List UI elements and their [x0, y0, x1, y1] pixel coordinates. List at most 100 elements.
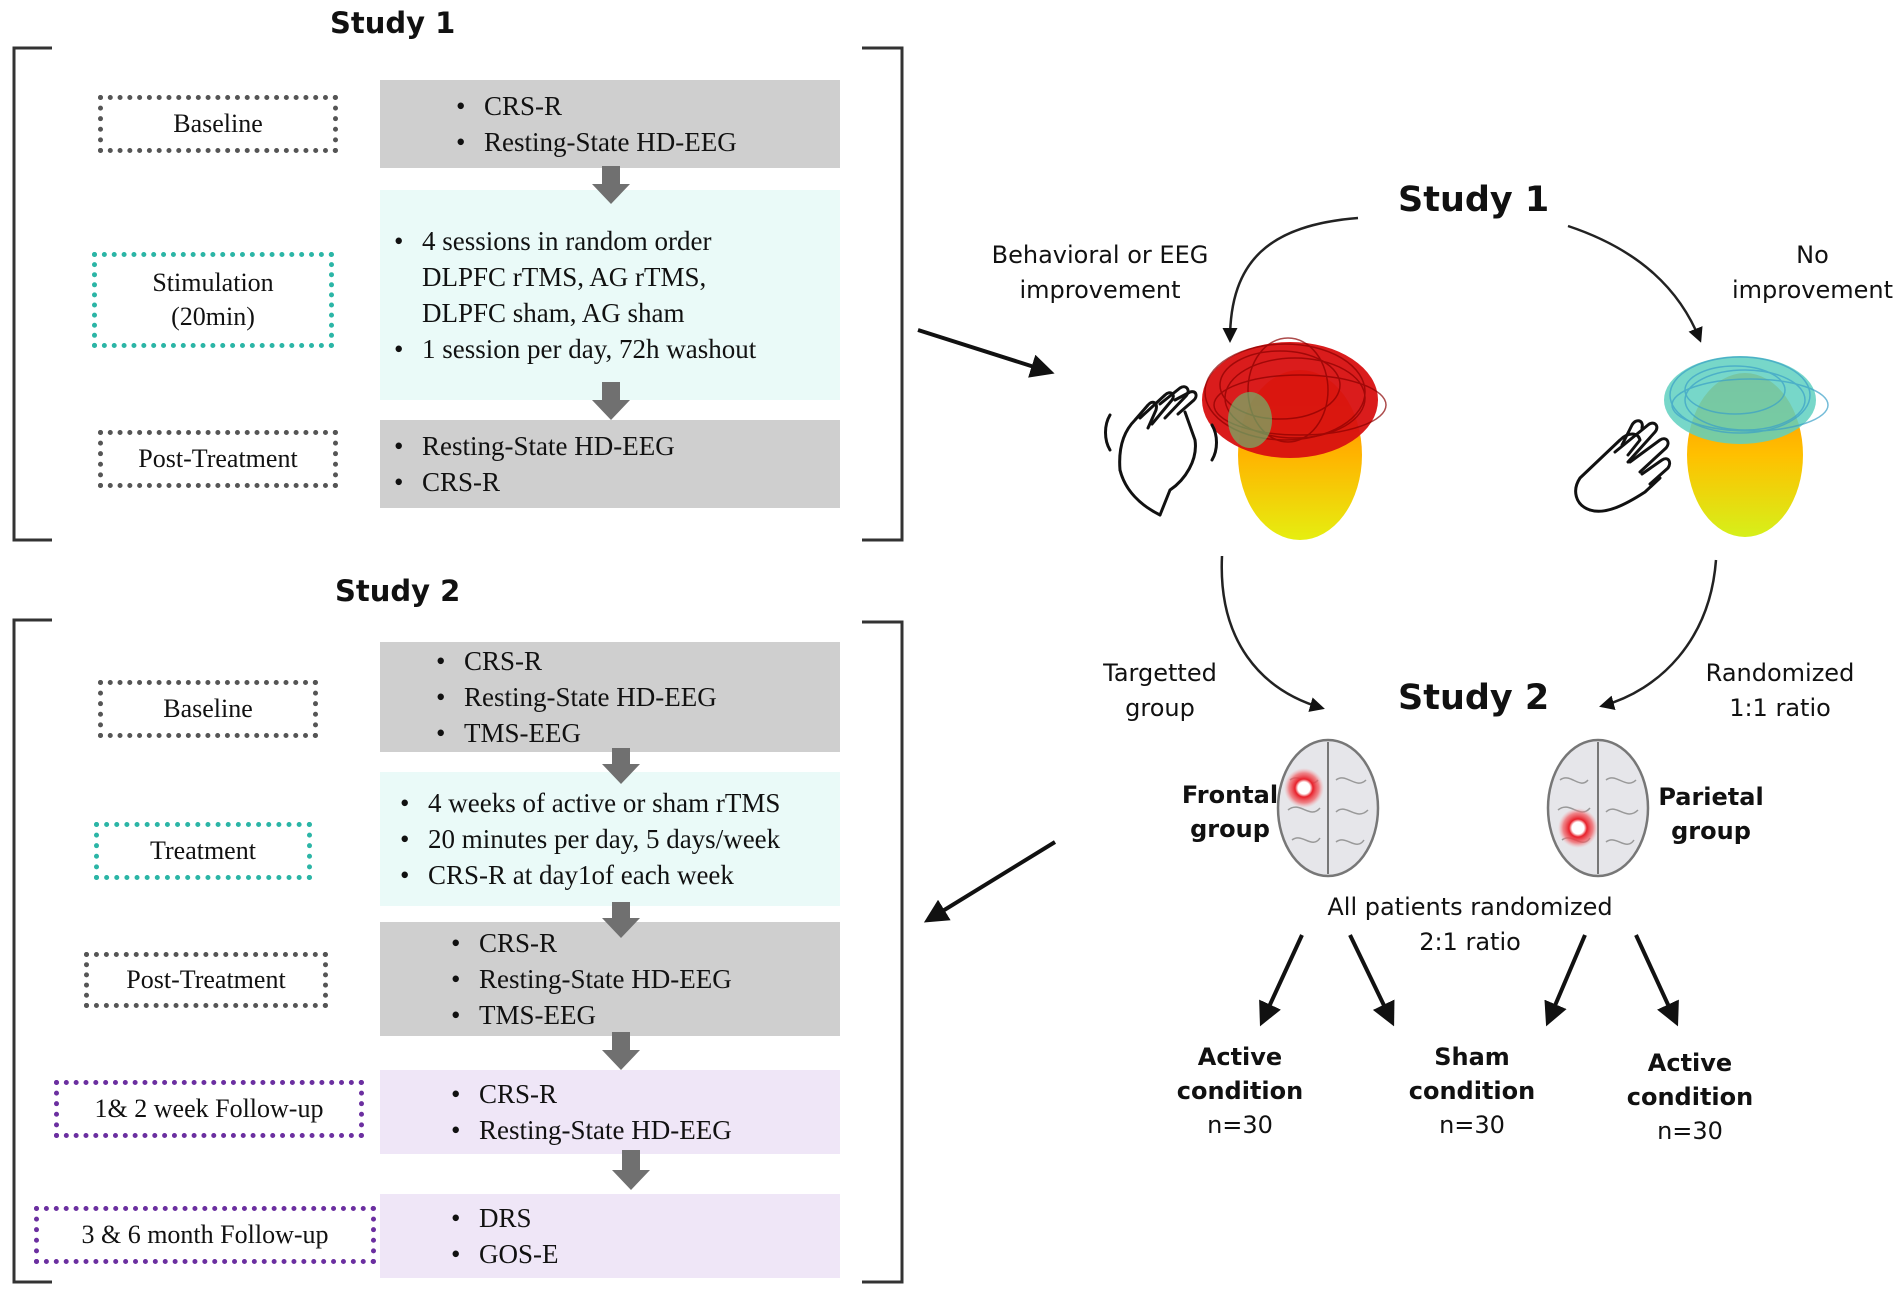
randomized-line-2: 1:1 ratio	[1729, 694, 1831, 722]
study1-right-bracket	[862, 46, 904, 542]
study2-heading: Study 2	[335, 574, 461, 608]
list-item: CRS-R	[388, 464, 840, 500]
study2-post-treatment-label: Post-Treatment	[84, 952, 328, 1008]
study2-short-followup-panel: CRS-R Resting-State HD-EEG	[380, 1070, 840, 1154]
study2-long-followup-label-text: 3 & 6 month Follow-up	[81, 1220, 329, 1250]
list-item: DRS	[445, 1200, 840, 1236]
list-item: GOS-E	[445, 1236, 840, 1272]
list-item: Resting-State HD-EEG	[430, 679, 840, 715]
frontal-line-1: Frontal	[1181, 781, 1279, 809]
outcome-active-frontal: Active condition n=30	[1170, 1040, 1310, 1142]
randomized-label: Randomized 1:1 ratio	[1690, 656, 1870, 726]
list-item: CRS-R	[450, 88, 840, 124]
study2-left-bracket	[12, 618, 52, 1284]
study2-short-followup-label: 1& 2 week Follow-up	[54, 1080, 364, 1138]
study2-baseline-label: Baseline	[98, 680, 318, 738]
study2-baseline-panel: CRS-R Resting-State HD-EEG TMS-EEG	[380, 642, 840, 752]
improvement-line-2: improvement	[1019, 276, 1181, 304]
study2-long-followup-label: 3 & 6 month Follow-up	[34, 1206, 376, 1264]
flow-arrow-down	[612, 1150, 650, 1190]
outcome-2-line-2: condition	[1408, 1077, 1536, 1105]
frontal-group-label: Frontal group	[1180, 778, 1280, 846]
study2-post-treatment-panel: CRS-R Resting-State HD-EEG TMS-EEG	[380, 922, 840, 1036]
study2-long-followup-panel: DRS GOS-E	[380, 1194, 840, 1278]
study2-baseline-label-text: Baseline	[163, 694, 253, 724]
list-item: CRS-R	[430, 643, 840, 679]
targeted-line-2: group	[1125, 694, 1195, 722]
list-item: CRS-R	[445, 925, 840, 961]
study1-stimulation-label: Stimulation (20min)	[92, 252, 334, 348]
study1-baseline-label: Baseline	[98, 95, 338, 153]
outcome-arrow	[1348, 934, 1395, 1027]
outcome-active-parietal: Active condition n=30	[1620, 1046, 1760, 1148]
flow-arrows	[592, 166, 650, 1190]
curve-arrow-improvement	[1222, 216, 1359, 343]
study1-post-treatment-label-text: Post-Treatment	[138, 444, 298, 474]
study1-left-bracket	[12, 46, 52, 542]
outcome-2-line-1: Sham	[1434, 1043, 1510, 1071]
connector-arrow-to-left	[923, 840, 1057, 923]
connector-arrow-to-right	[917, 328, 1055, 378]
list-item: DLPFC sham, AG sham	[422, 298, 685, 328]
list-item: TMS-EEG	[445, 997, 840, 1033]
list-item: 4 weeks of active or sham rTMS	[394, 785, 840, 821]
all-randomized-line-2: 2:1 ratio	[1419, 928, 1521, 956]
waving-hand-icon	[1104, 385, 1218, 517]
resting-hand-icon	[1574, 419, 1672, 513]
randomized-line-1: Randomized	[1705, 659, 1855, 687]
curve-arrow-randomized	[1599, 559, 1718, 711]
study1-post-treatment-panel: Resting-State HD-EEG CRS-R	[380, 420, 840, 508]
curve-arrow-no-improvement	[1567, 224, 1703, 343]
targeted-line-1: Targetted	[1103, 659, 1217, 687]
flow-arrow-down	[592, 382, 630, 420]
outcome-1-line-2: condition	[1176, 1077, 1304, 1105]
outcome-3-n: n=30	[1657, 1117, 1723, 1145]
outcome-3-line-1: Active	[1647, 1049, 1733, 1077]
outcome-1-line-1: Active	[1197, 1043, 1283, 1071]
outcome-2-n: n=30	[1439, 1111, 1505, 1139]
flow-arrow-down	[602, 1032, 640, 1070]
study2-right-bracket	[862, 620, 904, 1284]
all-randomized-line-1: All patients randomized	[1327, 893, 1613, 921]
frontal-line-2: group	[1190, 815, 1270, 843]
study1-stimulation-label-text: Stimulation (20min)	[152, 266, 273, 334]
list-item: TMS-EEG	[430, 715, 840, 751]
list-item: 4 sessions in random order	[388, 223, 840, 259]
flow-arrow-down	[592, 166, 630, 204]
study1-baseline-label-text: Baseline	[173, 109, 263, 139]
list-item: Resting-State HD-EEG	[445, 961, 840, 997]
stimulation-label-line-1: Stimulation	[152, 268, 274, 298]
outcome-1-n: n=30	[1207, 1111, 1273, 1139]
study2-treatment-label: Treatment	[94, 822, 312, 880]
outcome-3-line-2: condition	[1626, 1083, 1754, 1111]
outcome-sham: Sham condition n=30	[1402, 1040, 1542, 1142]
stimulation-label-line-2: (20min)	[171, 302, 255, 331]
study1-post-treatment-label: Post-Treatment	[98, 430, 338, 488]
study2-short-followup-label-text: 1& 2 week Follow-up	[94, 1094, 324, 1124]
improvement-label: Behavioral or EEG improvement	[985, 238, 1215, 308]
study1-heading: Study 1	[330, 6, 456, 40]
curve-arrow-targeted	[1220, 555, 1325, 712]
no-improvement-line-2: improvement	[1731, 276, 1894, 304]
parietal-line-2: group	[1671, 817, 1751, 845]
study2-treatment-panel: 4 weeks of active or sham rTMS 20 minute…	[380, 772, 840, 906]
list-item: 20 minutes per day, 5 days/week	[394, 821, 840, 857]
outcome-arrow	[1544, 934, 1587, 1027]
frontal-brain-icon	[1276, 738, 1380, 878]
list-item: Resting-State HD-EEG	[450, 124, 840, 160]
targeted-group-label: Targetted group	[1090, 656, 1230, 726]
outcome-arrow	[1259, 934, 1304, 1027]
parietal-brain-icon	[1546, 738, 1650, 878]
study1-stimulation-panel: 4 sessions in random order DLPFC rTMS, A…	[380, 190, 840, 400]
study1-baseline-panel: CRS-R Resting-State HD-EEG	[380, 80, 840, 168]
head-no-improvement-illustration	[1664, 356, 1829, 537]
flow-arrow-down	[602, 902, 640, 938]
list-item: Resting-State HD-EEG	[388, 428, 840, 464]
list-item: 1 session per day, 72h washout	[388, 331, 840, 367]
list-item: CRS-R	[445, 1076, 840, 1112]
study2-post-treatment-label-text: Post-Treatment	[126, 965, 286, 995]
list-item: CRS-R at day1of each week	[394, 857, 840, 893]
list-item: Resting-State HD-EEG	[445, 1112, 840, 1148]
